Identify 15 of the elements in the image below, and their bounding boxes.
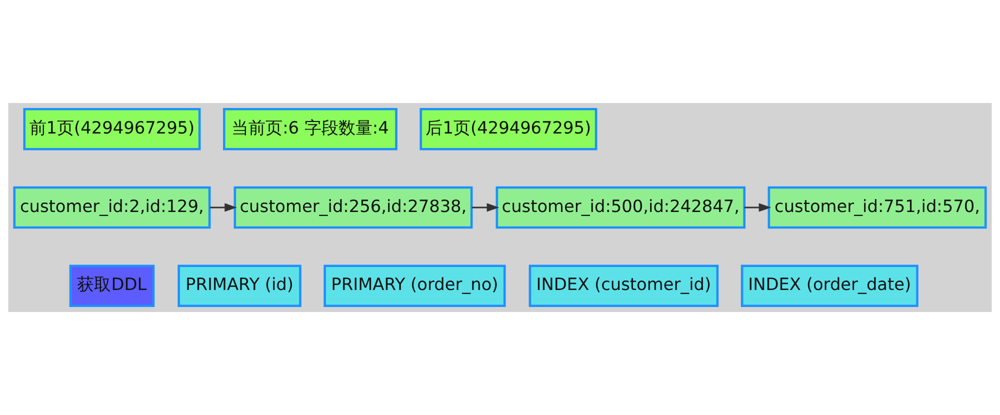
node-box: 后1页(4294967295) bbox=[420, 108, 598, 150]
node-box: customer_id:256,id:27838, bbox=[234, 186, 473, 229]
node-box: INDEX (customer_id) bbox=[528, 264, 719, 307]
node-box: PRIMARY (id) bbox=[178, 264, 302, 307]
node-box: INDEX (order_date) bbox=[740, 264, 918, 307]
node-box: 当前页:6 字段数量:4 bbox=[223, 108, 398, 150]
node-box: customer_id:751,id:570, bbox=[768, 186, 987, 229]
node-box: 获取DDL bbox=[69, 264, 155, 307]
node-box: 前1页(4294967295) bbox=[23, 108, 201, 150]
arrow bbox=[472, 203, 500, 212]
arrow bbox=[210, 203, 237, 212]
node-box: customer_id:500,id:242847, bbox=[496, 186, 746, 229]
node-box: customer_id:2,id:129, bbox=[13, 186, 211, 229]
arrow bbox=[744, 203, 772, 212]
node-box: PRIMARY (order_no) bbox=[324, 264, 506, 307]
